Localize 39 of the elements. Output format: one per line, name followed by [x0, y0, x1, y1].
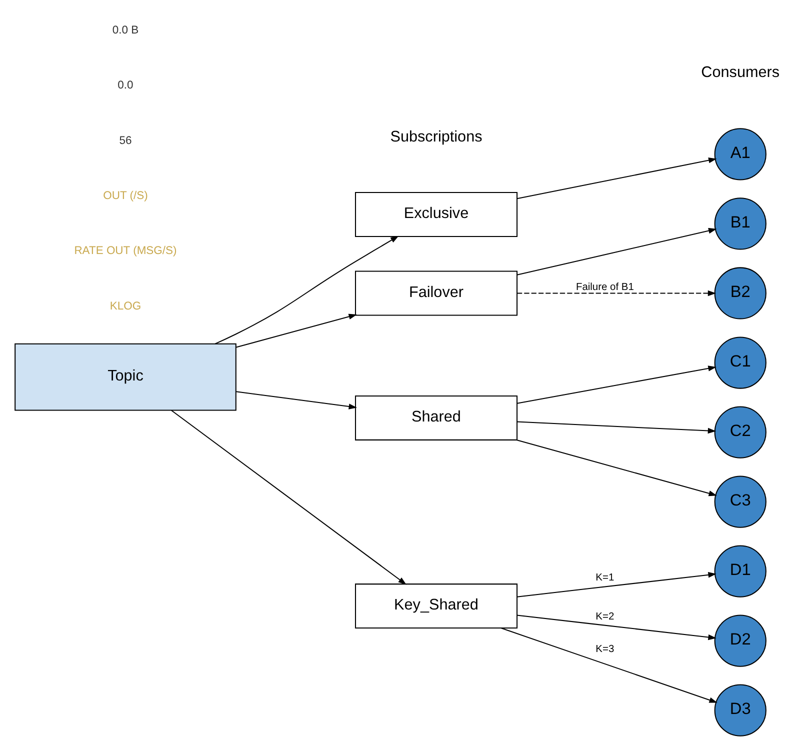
label: RATE OUT (MSG/S) — [74, 245, 176, 258]
node-circle: D3 — [714, 684, 766, 736]
node-circle: C1 — [714, 336, 766, 389]
node-box: Topic — [14, 343, 236, 411]
node-circle: A1 — [714, 128, 766, 180]
arrow — [516, 439, 716, 496]
node-circle: C3 — [714, 476, 766, 528]
node-circle: B1 — [714, 198, 766, 250]
node-circle: D2 — [714, 614, 766, 667]
arrow — [214, 236, 398, 344]
node-box: Shared — [354, 395, 518, 440]
node-circle: C2 — [714, 406, 766, 458]
arrow — [500, 628, 717, 703]
arrow — [516, 572, 716, 598]
label: 56 — [118, 134, 132, 147]
edge-label: K=1 — [595, 572, 614, 584]
node-circle: D1 — [714, 545, 766, 598]
arrow — [516, 421, 716, 434]
edge-label: K=3 — [595, 644, 614, 656]
node-box: Exclusive — [354, 192, 518, 238]
arrow — [516, 290, 716, 296]
edge-label: Failure of B1 — [575, 282, 634, 294]
arrow — [516, 366, 716, 404]
label: KLOG — [109, 300, 141, 312]
label: 0.0 — [117, 80, 133, 92]
label: Consumers — [700, 64, 780, 82]
arrow — [170, 410, 406, 585]
label: OUT (/S) — [102, 190, 148, 202]
arrow — [236, 391, 356, 410]
arrow — [516, 158, 716, 200]
arrow — [516, 228, 716, 276]
label: 0.0 B — [112, 24, 138, 36]
arrow — [236, 314, 356, 348]
arrow — [516, 614, 716, 640]
node-circle: B2 — [714, 267, 766, 320]
node-box: Failover — [354, 270, 518, 316]
node-box: Key_Shared — [354, 584, 518, 629]
label: Subscriptions — [390, 128, 482, 146]
edge-label: K=2 — [595, 611, 614, 622]
